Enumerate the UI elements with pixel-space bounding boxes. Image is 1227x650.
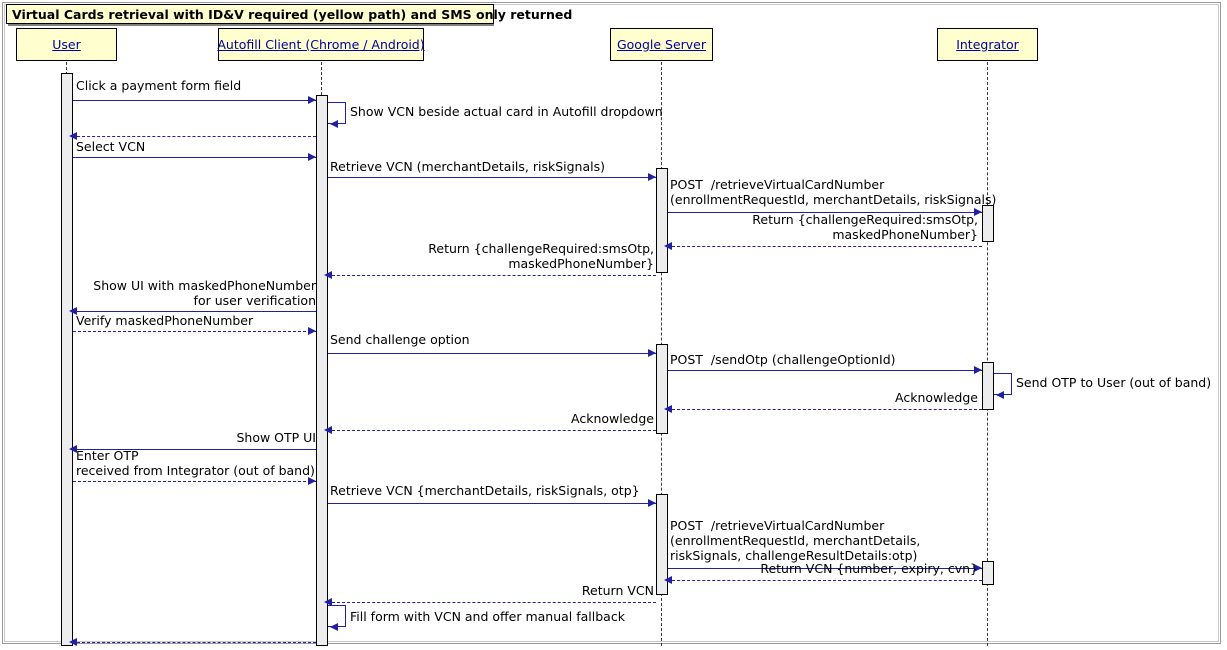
message-line-5	[328, 177, 656, 178]
message-label-19: POST /retrieveVirtualCardNumber (enrollm…	[670, 518, 921, 563]
message-arrow-10	[308, 327, 316, 335]
message-label-1: Click a payment form field	[76, 78, 242, 93]
message-arrow-6	[974, 208, 982, 216]
message-arrow-22	[330, 623, 338, 631]
message-label-2: Show VCN beside actual card in Autofill …	[350, 104, 663, 119]
message-label-12: POST /sendOtp (challengeOptionId)	[670, 352, 896, 367]
message-label-7: Return {challengeRequired:smsOtp, masked…	[752, 212, 978, 242]
participant-user-label: User	[52, 37, 81, 52]
message-arrow-21	[324, 598, 332, 606]
message-line-7	[672, 246, 982, 247]
participant-user[interactable]: User	[16, 28, 117, 61]
message-arrow-12	[974, 366, 982, 374]
message-label-15: Acknowledge	[571, 411, 654, 426]
message-line-16	[77, 449, 316, 450]
message-line-1	[73, 100, 316, 101]
message-label-11: Send challenge option	[330, 332, 470, 347]
participant-autofill-client-label: Autofill Client (Chrome / Android)	[217, 37, 425, 52]
lifeline-integrator	[987, 62, 988, 646]
activation-bar-google-2	[656, 344, 668, 434]
message-line-11	[328, 353, 656, 354]
title-box-shadow	[8, 24, 494, 26]
message-label-5: Retrieve VCN (merchantDetails, riskSigna…	[330, 159, 605, 174]
message-arrow-2	[330, 120, 338, 128]
participant-google-server[interactable]: Google Server	[610, 28, 713, 61]
message-line-10	[73, 331, 316, 332]
message-label-17: Enter OTP received from Integrator (out …	[76, 448, 315, 478]
message-line-6	[668, 212, 982, 213]
message-line-8	[332, 275, 656, 276]
message-label-16: Show OTP UI	[236, 430, 316, 445]
activation-bar-google-3	[656, 494, 668, 595]
message-line-14	[672, 409, 982, 410]
message-line-20	[672, 580, 982, 581]
diagram-title-text: Virtual Cards retrieval with ID&V requir…	[12, 6, 573, 22]
message-line-12	[668, 370, 982, 371]
message-arrow-7	[664, 242, 672, 250]
message-line-19	[668, 568, 982, 569]
activation-bar-autofill	[316, 95, 328, 646]
message-label-14: Acknowledge	[895, 390, 978, 405]
message-arrow-19	[974, 564, 982, 572]
message-arrow-18	[648, 499, 656, 507]
message-line-4	[73, 157, 316, 158]
message-arrow-23	[69, 638, 77, 646]
message-label-6: POST /retrieveVirtualCardNumber (enrollm…	[670, 177, 997, 207]
participant-autofill-client[interactable]: Autofill Client (Chrome / Android)	[217, 28, 425, 61]
activation-bar-integrator-2	[982, 362, 994, 410]
message-arrow-13	[996, 391, 1004, 399]
message-arrow-3	[69, 132, 77, 140]
message-line-17	[73, 481, 316, 482]
message-arrow-15	[324, 426, 332, 434]
message-arrow-4	[308, 153, 316, 161]
participant-google-server-label: Google Server	[616, 37, 707, 52]
message-label-18: Retrieve VCN {merchantDetails, riskSigna…	[330, 483, 640, 498]
activation-bar-integrator-3	[982, 561, 994, 585]
message-line-23	[77, 642, 316, 643]
message-arrow-14	[664, 405, 672, 413]
activation-bar-google-1	[656, 168, 668, 273]
participant-integrator-label: Integrator	[956, 37, 1019, 52]
message-arrow-1	[308, 96, 316, 104]
message-label-13: Send OTP to User (out of band)	[1016, 375, 1212, 390]
message-line-9	[77, 311, 316, 312]
message-label-21: Return VCN	[581, 583, 654, 598]
message-label-22: Fill form with VCN and offer manual fall…	[350, 609, 625, 624]
message-line-3	[77, 136, 316, 137]
activation-bar-integrator-1	[982, 205, 994, 242]
message-arrow-8	[324, 271, 332, 279]
message-arrow-20	[664, 576, 672, 584]
message-arrow-16	[69, 445, 77, 453]
message-arrow-17	[308, 477, 316, 485]
message-line-15	[332, 430, 656, 431]
message-label-20: Return VCN {number, expiry, cvn}	[760, 561, 978, 576]
message-label-8: Return {challengeRequired:smsOtp, masked…	[428, 241, 654, 271]
message-arrow-9	[69, 307, 77, 315]
message-label-10: Verify maskedPhoneNumber	[76, 313, 254, 328]
message-arrow-5	[648, 173, 656, 181]
message-label-9: Show UI with maskedPhoneNumber for user …	[93, 278, 316, 308]
participant-integrator[interactable]: Integrator	[937, 28, 1038, 61]
diagram-title: Virtual Cards retrieval with ID&V requir…	[6, 4, 572, 24]
message-arrow-11	[648, 349, 656, 357]
message-label-4: Select VCN	[76, 139, 146, 154]
activation-bar-user	[61, 73, 73, 646]
message-line-21	[332, 602, 656, 603]
message-line-18	[328, 503, 656, 504]
